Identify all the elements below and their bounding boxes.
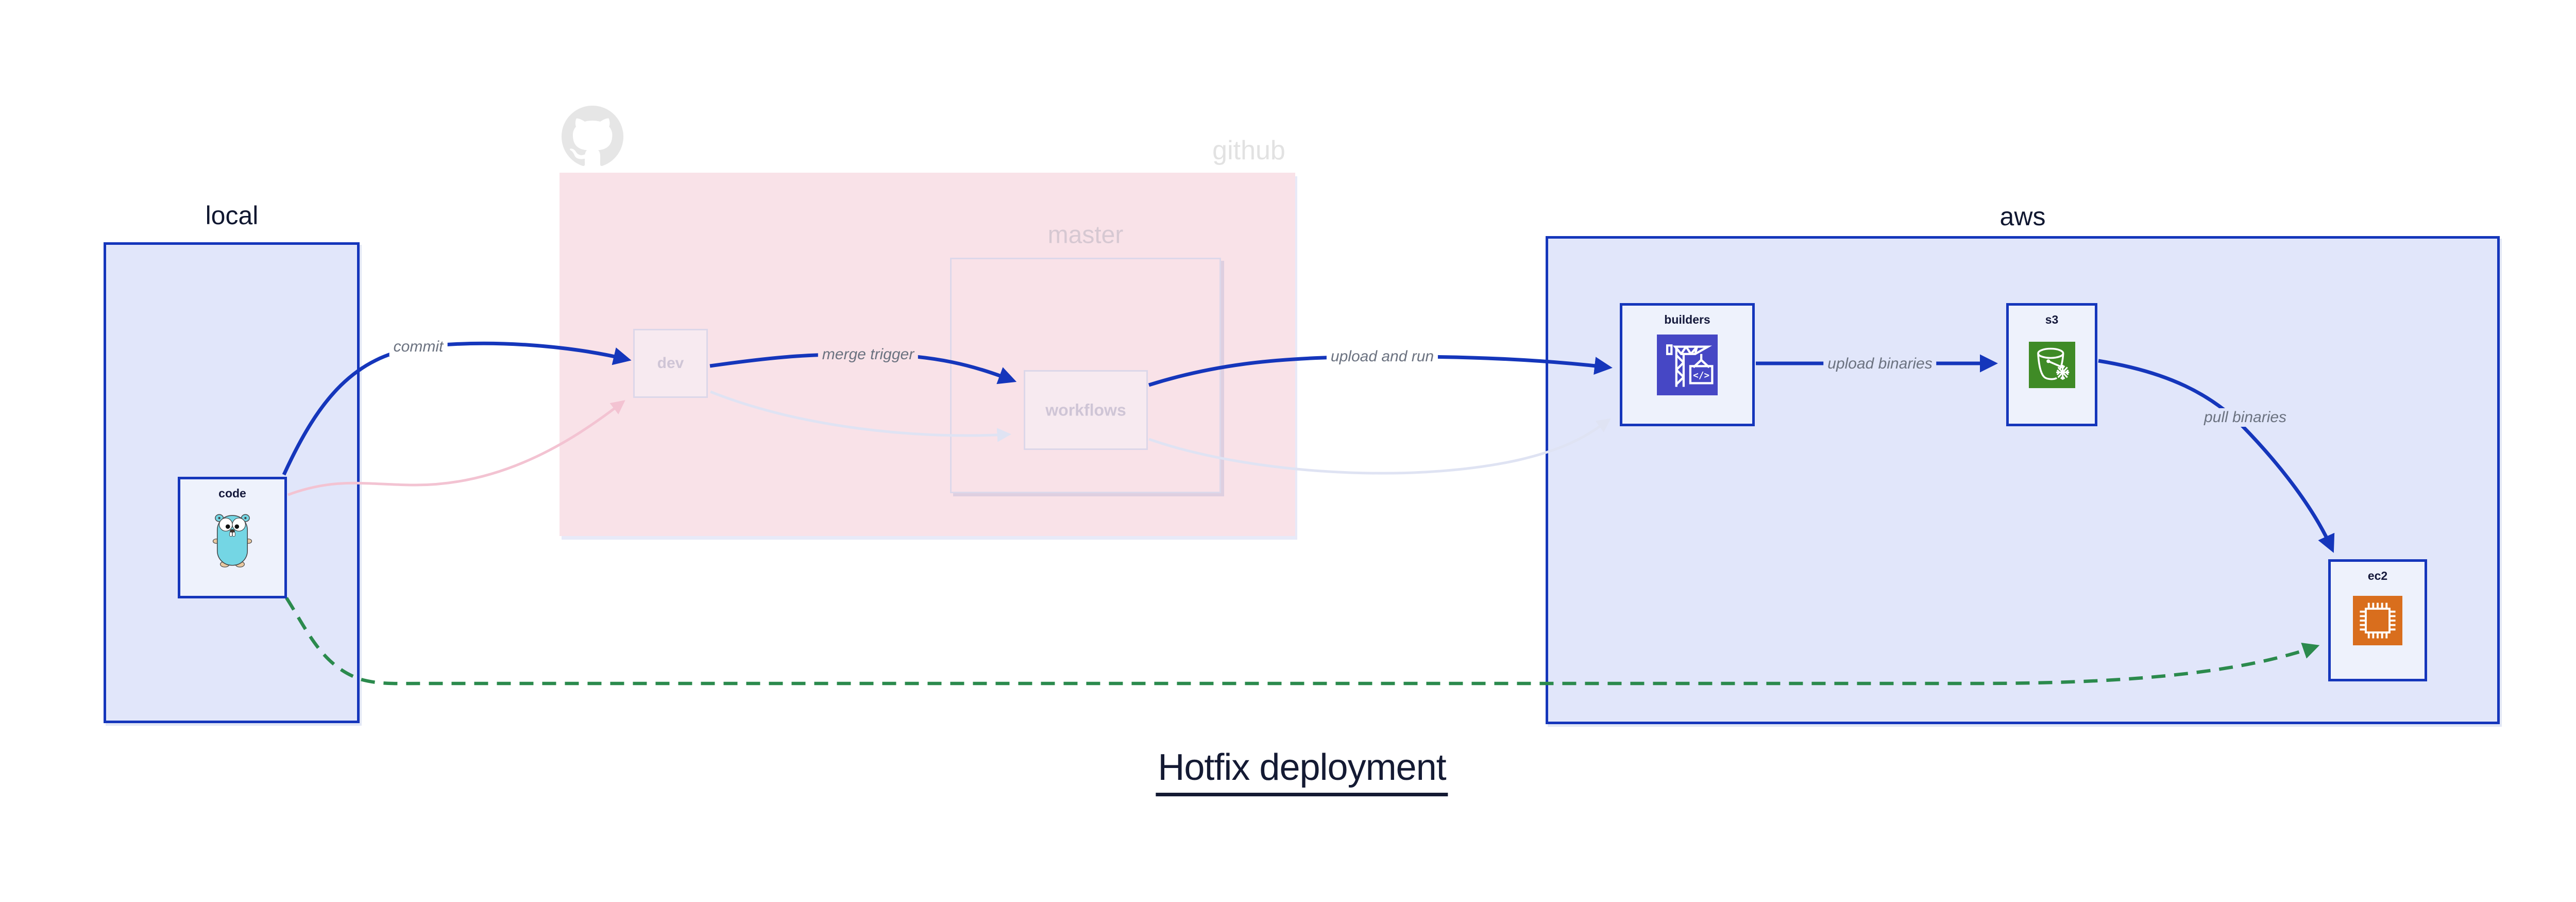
edge-commit [282,341,632,476]
node-s3: s3 [2006,303,2097,426]
edge-faded-code-to-dev [287,400,625,496]
group-github-label: github [1212,136,1285,165]
edge-label-upload-binaries: upload binaries [1823,355,1937,373]
aws-codebuild-crane-icon: </> [1657,335,1718,398]
diagram-title: Hotfix deployment [1156,746,1448,796]
github-octocat-icon [562,106,623,170]
go-gopher-icon [212,512,252,570]
group-local-label: local [205,201,259,230]
group-aws-label: aws [1999,202,2046,231]
edge-label-upload-and-run: upload and run [1326,347,1438,366]
edge-faded-workflows-to-builders [1148,418,1611,475]
aws-ec2-chip-icon [2353,596,2402,648]
node-s3-label: s3 [2045,313,2059,326]
edge-label-pull-binaries: pull binaries [2199,408,2291,427]
edge-hotfix-code-to-ec2 [285,597,2320,686]
group-master-label: master [1047,221,1124,249]
edge-label-commit: commit [389,338,448,356]
node-code-label: code [218,487,246,500]
edge-pull-binaries [2098,359,2335,553]
node-ec2-label: ec2 [2367,569,2388,582]
node-workflows-label: workflows [1045,400,1126,419]
node-builders-label: builders [1664,313,1710,326]
node-workflows: workflows [1024,370,1148,450]
node-dev-label: dev [657,355,684,372]
aws-s3-bucket-icon [2029,342,2075,391]
edge-faded-dev-to-workflows [710,390,1011,442]
edge-label-merge-trigger: merge trigger [818,345,919,364]
svg-text:</>: </> [1693,371,1709,381]
node-dev: dev [633,329,708,398]
